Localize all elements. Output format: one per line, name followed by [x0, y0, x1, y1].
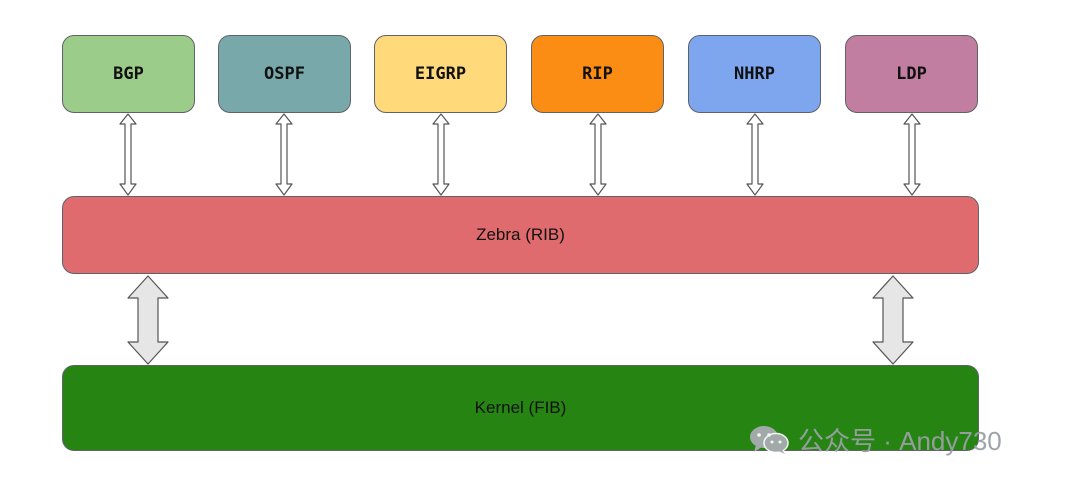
double-arrow-icon: [432, 113, 450, 196]
protocol-box-nhrp: NHRP: [688, 35, 821, 113]
wide-double-arrow-icon: [127, 275, 169, 365]
protocol-label: EIGRP: [414, 64, 467, 84]
double-arrow-icon: [746, 113, 764, 196]
double-arrow-icon: [275, 113, 293, 196]
protocol-label: OSPF: [264, 64, 305, 84]
protocol-box-ospf: OSPF: [218, 35, 351, 113]
protocol-box-rip: RIP: [531, 35, 664, 113]
zebra-rib-box: Zebra (RIB): [62, 196, 979, 274]
protocol-box-ldp: LDP: [845, 35, 978, 113]
watermark-text: 公众号 · Andy730: [798, 425, 1002, 456]
double-arrow-icon: [589, 113, 607, 196]
wide-double-arrow-icon: [872, 275, 914, 365]
kernel-label: Kernel (FIB): [474, 398, 567, 417]
protocol-label: BGP: [113, 64, 144, 84]
protocol-box-eigrp: EIGRP: [374, 35, 507, 113]
wechat-icon: [750, 426, 789, 454]
protocol-box-bgp: BGP: [62, 35, 195, 113]
protocol-label: NHRP: [734, 64, 775, 84]
kernel-fib-box: Kernel (FIB): [62, 365, 979, 451]
double-arrow-icon: [903, 113, 921, 196]
watermark: 公众号 · Andy730: [748, 422, 1002, 456]
double-arrow-icon: [119, 113, 137, 196]
protocol-label: RIP: [582, 64, 613, 84]
protocol-label: LDP: [896, 64, 927, 84]
zebra-label: Zebra (RIB): [476, 225, 565, 244]
